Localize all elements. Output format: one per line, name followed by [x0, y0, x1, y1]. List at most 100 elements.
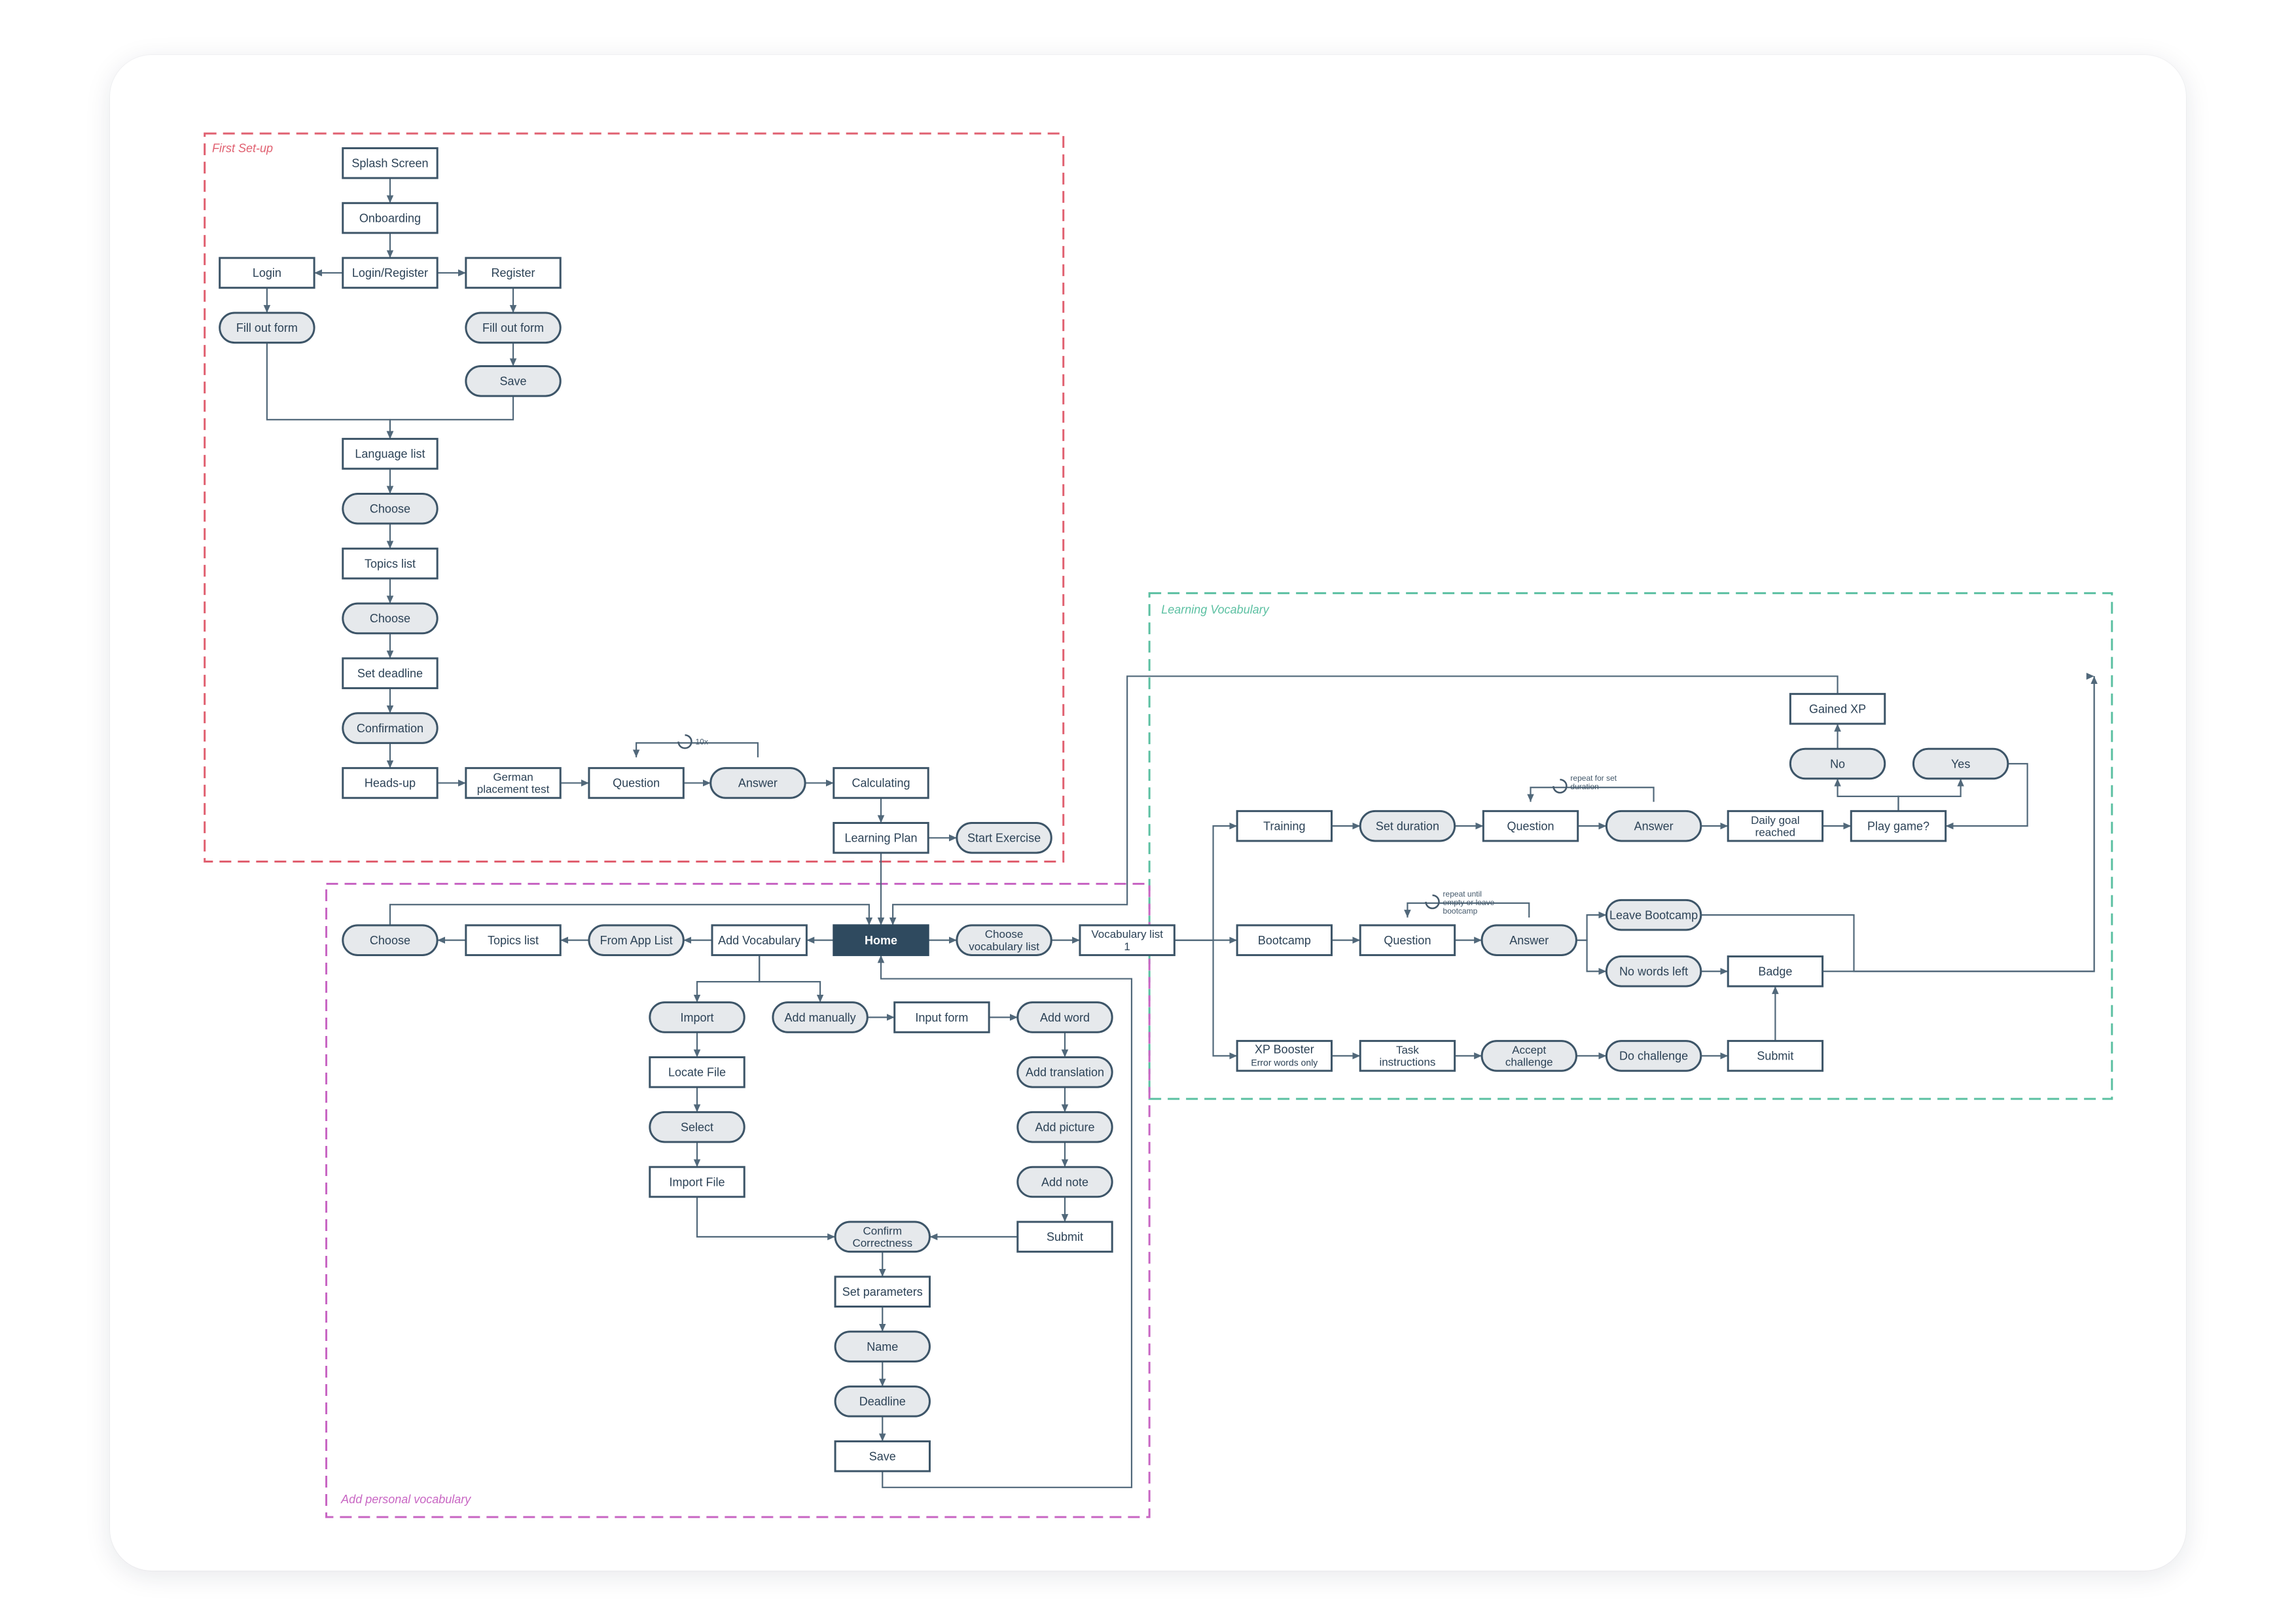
node-learning-plan[interactable]: Learning Plan	[833, 821, 929, 854]
node-badge[interactable]: Badge	[1727, 955, 1824, 988]
node-add-picture[interactable]: Add picture	[1016, 1111, 1113, 1143]
node-fill-form-l[interactable]: Fill out form	[219, 312, 315, 344]
node-import-file[interactable]: Import File	[649, 1166, 745, 1198]
node-add-manually[interactable]: Add manually	[772, 1001, 869, 1033]
edge-add-vocabulary-to-import	[693, 955, 761, 1003]
node-start-exercise[interactable]: Start Exercise	[956, 821, 1052, 854]
node-answer-training[interactable]: Answer	[1605, 810, 1702, 842]
node-topics-list-setup[interactable]: Topics list	[342, 547, 439, 580]
node-answer-setup[interactable]: Answer	[709, 767, 806, 799]
node-locate-file[interactable]: Locate File	[649, 1056, 745, 1088]
node-add-vocabulary-shape	[711, 924, 808, 956]
node-training[interactable]: Training	[1236, 810, 1333, 842]
node-set-parameters[interactable]: Set parameters	[834, 1275, 931, 1308]
node-save-personal[interactable]: Save	[834, 1440, 931, 1472]
node-calculating-shape	[833, 767, 929, 799]
node-import[interactable]: Import	[649, 1001, 745, 1033]
node-select-shape	[649, 1111, 745, 1143]
node-calculating[interactable]: Calculating	[833, 767, 929, 799]
node-add-picture-shape	[1016, 1111, 1113, 1143]
node-question-bootcamp-label: Question	[1384, 934, 1431, 947]
node-start-exercise-label: Start Exercise	[967, 832, 1041, 845]
node-choose-home[interactable]: Choose	[342, 924, 439, 956]
node-deadline[interactable]: Deadline	[834, 1385, 931, 1418]
node-training-label: Training	[1263, 819, 1305, 832]
node-from-app-list[interactable]: From App List	[588, 924, 685, 956]
node-add-note-label: Add note	[1041, 1175, 1088, 1188]
node-do-challenge[interactable]: Do challenge	[1605, 1040, 1702, 1072]
node-no[interactable]: No	[1789, 747, 1886, 780]
node-name[interactable]: Name	[834, 1330, 931, 1363]
node-select[interactable]: Select	[649, 1111, 745, 1143]
node-bootcamp[interactable]: Bootcamp	[1236, 924, 1333, 956]
loop-loop-bootcamp-icon	[1425, 894, 1440, 910]
node-save-reg-label: Save	[500, 375, 527, 388]
edge-choose-home-to-home	[389, 904, 873, 925]
node-gained-xp-shape	[1789, 692, 1886, 725]
node-gained-xp-label: Gained XP	[1809, 702, 1866, 715]
node-xp-booster-sublabel: Error words only	[1251, 1058, 1318, 1068]
node-question-training[interactable]: Question	[1482, 810, 1579, 842]
node-heads-up[interactable]: Heads-up	[342, 767, 439, 799]
node-leave-bootcamp[interactable]: Leave Bootcamp	[1605, 899, 1702, 931]
node-play-game[interactable]: Play game?	[1850, 810, 1947, 842]
node-yes[interactable]: Yes	[1912, 747, 2009, 780]
node-answer-bootcamp-label: Answer	[1509, 934, 1549, 947]
node-add-vocabulary[interactable]: Add Vocabulary	[711, 924, 808, 956]
edge-play-game-to-no	[1834, 778, 1899, 812]
edge-play-game-to-yes	[1897, 778, 1964, 812]
node-submit-challenge[interactable]: Submit	[1727, 1040, 1824, 1072]
node-choose-lang-shape	[342, 492, 439, 525]
node-login-label: Login	[253, 266, 281, 279]
node-question-setup[interactable]: Question	[588, 767, 685, 799]
node-login-register[interactable]: Login/Register	[342, 257, 439, 289]
node-choose-topic-shape	[342, 602, 439, 635]
node-splash[interactable]: Splash Screen	[342, 147, 439, 179]
node-answer-bootcamp[interactable]: Answer	[1480, 924, 1577, 956]
node-save-reg[interactable]: Save	[465, 365, 562, 397]
node-input-form[interactable]: Input form	[893, 1001, 990, 1033]
node-submit-manual[interactable]: Submit	[1016, 1221, 1113, 1253]
node-add-translation[interactable]: Add translation	[1016, 1056, 1113, 1088]
node-home[interactable]: Home	[833, 924, 929, 956]
node-topics-list-setup-shape	[342, 547, 439, 580]
node-choose-lang[interactable]: Choose	[342, 492, 439, 525]
node-topics-list-home[interactable]: Topics list	[465, 924, 562, 956]
loop-loop-setup-label: 10x	[695, 737, 708, 746]
edge-badge-to-home	[1822, 676, 2098, 972]
node-start-exercise-shape	[956, 821, 1052, 854]
node-add-note[interactable]: Add note	[1016, 1166, 1113, 1198]
node-choose-topic[interactable]: Choose	[342, 602, 439, 635]
node-register[interactable]: Register	[465, 257, 562, 289]
node-login[interactable]: Login	[219, 257, 315, 289]
edge-save-reg-to-language-list	[386, 396, 514, 439]
node-question-bootcamp[interactable]: Question	[1359, 924, 1456, 956]
node-locate-file-shape	[649, 1056, 745, 1088]
node-confirmation-label: Confirmation	[357, 722, 423, 735]
node-language-list[interactable]: Language list	[342, 438, 439, 470]
node-question-bootcamp-shape	[1359, 924, 1456, 956]
node-fill-form-l-label: Fill out form	[236, 321, 298, 334]
edge-yes-to-play-game	[1945, 762, 2028, 830]
node-onboarding[interactable]: Onboarding	[342, 202, 439, 234]
node-daily-goal-shape	[1727, 810, 1824, 842]
node-set-deadline[interactable]: Set deadline	[342, 657, 439, 690]
node-gained-xp[interactable]: Gained XP	[1789, 692, 1886, 725]
node-confirmation[interactable]: Confirmation	[342, 712, 439, 744]
node-learning-plan-label: Learning Plan	[844, 832, 917, 845]
node-fill-form-r[interactable]: Fill out form	[465, 312, 562, 344]
node-no-words-left[interactable]: No words left	[1605, 955, 1702, 988]
node-add-word[interactable]: Add word	[1016, 1001, 1113, 1033]
node-set-duration[interactable]: Set duration	[1359, 810, 1456, 842]
